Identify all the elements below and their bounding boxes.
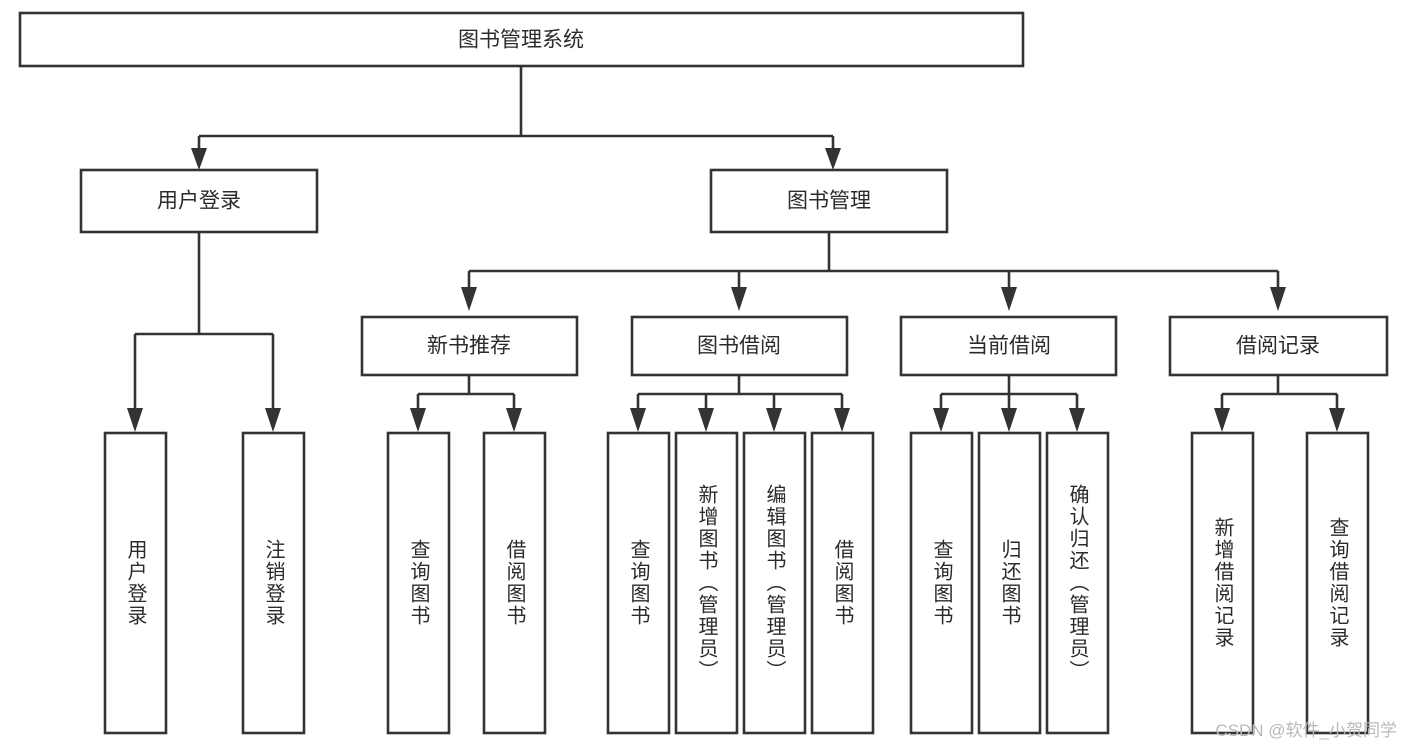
node-book-management-label: 图书管理 — [787, 190, 871, 213]
node-root-system[interactable]: 图书管理系统 — [18, 11, 1025, 68]
node-leaf-logout-label: 注销登录 — [262, 539, 285, 627]
node-leaf-return-book[interactable]: 归还图书 — [977, 431, 1042, 735]
node-leaf-query-book-current[interactable]: 查询图书 — [909, 431, 974, 735]
node-leaf-return-book-label: 归还图书 — [998, 539, 1021, 627]
node-new-book-recommend[interactable]: 新书推荐 — [360, 315, 579, 377]
connector-bookmgmt-to-level3 — [461, 232, 1286, 311]
connector-currentborrow-to-leaves — [933, 375, 1085, 432]
node-borrow-record-label: 借阅记录 — [1236, 335, 1320, 358]
connector-bookborrow-to-leaves — [630, 375, 850, 432]
node-current-borrow[interactable]: 当前借阅 — [899, 315, 1118, 377]
node-leaf-query-book-borrow-label: 查询图书 — [627, 539, 650, 627]
node-leaf-query-book-current-label: 查询图书 — [930, 539, 953, 627]
connector-root-to-level2 — [191, 66, 841, 170]
node-leaf-add-book-admin-label: 新增图书（管理员） — [695, 484, 718, 682]
node-user-login-label: 用户登录 — [157, 190, 241, 213]
node-leaf-user-login-label: 用户登录 — [124, 539, 147, 627]
node-leaf-confirm-return-admin-label: 确认归还（管理员） — [1066, 484, 1089, 682]
node-new-book-recommend-label: 新书推荐 — [427, 335, 511, 358]
node-leaf-query-book-newbook[interactable]: 查询图书 — [386, 431, 451, 735]
node-book-borrow[interactable]: 图书借阅 — [630, 315, 849, 377]
node-leaf-query-book-newbook-label: 查询图书 — [407, 539, 430, 627]
node-leaf-borrow-book-newbook-label: 借阅图书 — [503, 539, 526, 627]
node-root-system-label: 图书管理系统 — [458, 29, 584, 52]
node-leaf-add-book-admin[interactable]: 新增图书（管理员） — [674, 431, 739, 735]
node-leaf-borrow-book-newbook[interactable]: 借阅图书 — [482, 431, 547, 735]
node-leaf-user-login[interactable]: 用户登录 — [103, 431, 168, 735]
node-user-login[interactable]: 用户登录 — [79, 168, 319, 234]
connector-newbook-to-leaves — [410, 375, 522, 432]
node-leaf-confirm-return-admin[interactable]: 确认归还（管理员） — [1045, 431, 1110, 735]
connector-borrowrecord-to-leaves — [1214, 375, 1345, 432]
node-leaf-add-borrow-record[interactable]: 新增借阅记录 — [1190, 431, 1255, 735]
node-leaf-borrow-book[interactable]: 借阅图书 — [810, 431, 875, 735]
node-current-borrow-label: 当前借阅 — [967, 335, 1051, 358]
node-leaf-edit-book-admin-label: 编辑图书（管理员） — [763, 484, 786, 682]
node-leaf-borrow-book-label: 借阅图书 — [831, 539, 854, 627]
node-leaf-edit-book-admin[interactable]: 编辑图书（管理员） — [742, 431, 807, 735]
connector-userlogin-to-leaves — [127, 232, 281, 432]
node-borrow-record[interactable]: 借阅记录 — [1168, 315, 1389, 377]
node-book-management[interactable]: 图书管理 — [709, 168, 949, 234]
node-leaf-query-book-borrow[interactable]: 查询图书 — [606, 431, 671, 735]
node-leaf-add-borrow-record-label: 新增借阅记录 — [1211, 517, 1234, 649]
node-book-borrow-label: 图书借阅 — [697, 335, 781, 358]
node-leaf-logout[interactable]: 注销登录 — [241, 431, 306, 735]
node-leaf-query-borrow-record-label: 查询借阅记录 — [1326, 517, 1349, 649]
node-leaf-query-borrow-record[interactable]: 查询借阅记录 — [1305, 431, 1370, 735]
